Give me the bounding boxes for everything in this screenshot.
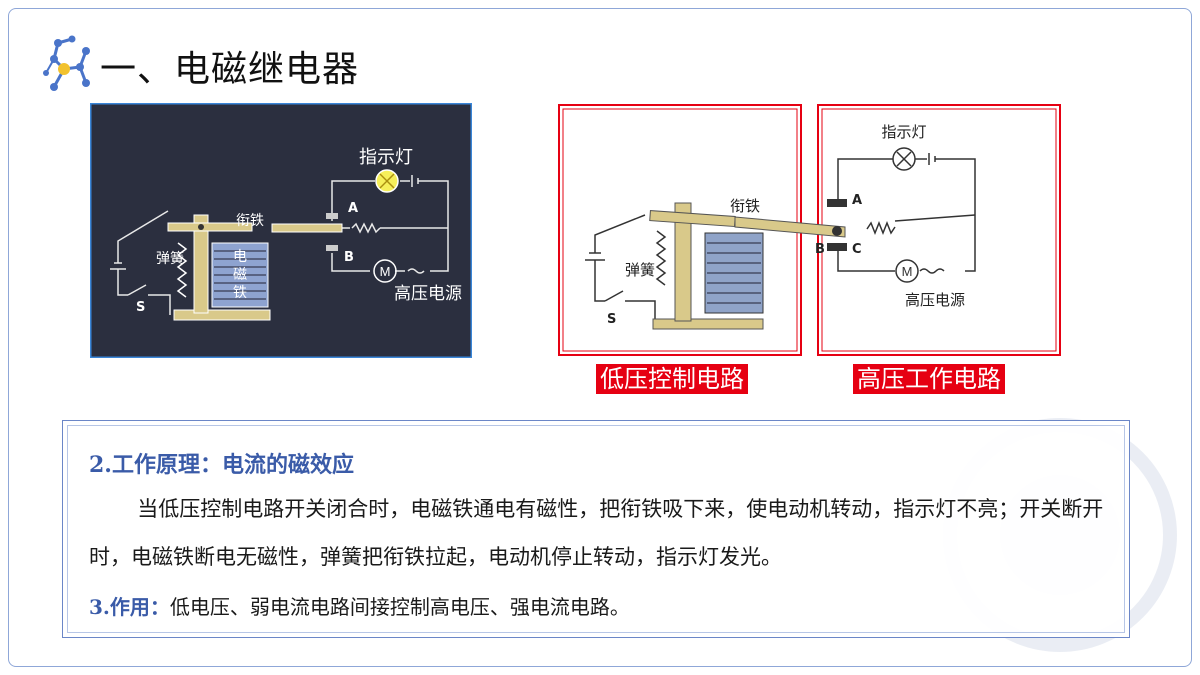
svg-text:B: B bbox=[815, 242, 825, 257]
explanation-box-inner bbox=[67, 425, 1125, 633]
explanation-box: 2.工作原理：电流的磁效应 当低压控制电路开关闭合时，电磁铁通电有磁性，把衔铁吸… bbox=[62, 420, 1130, 638]
svg-text:高压电源: 高压电源 bbox=[905, 291, 965, 309]
page-title: 一、电磁继电器 bbox=[100, 49, 360, 90]
svg-text:磁: 磁 bbox=[233, 267, 247, 283]
principle-heading: 2.工作原理：电流的磁效应 bbox=[89, 452, 354, 478]
svg-text:高压电源: 高压电源 bbox=[394, 284, 462, 304]
svg-text:电: 电 bbox=[233, 249, 247, 265]
svg-text:A: A bbox=[348, 201, 358, 216]
svg-text:衔铁: 衔铁 bbox=[236, 213, 264, 229]
high-voltage-circuit-label: 高压工作电路 bbox=[853, 364, 1005, 394]
usage-line: 3.作用：低电压、弱电流电路间接控制高电压、强电流电路。 bbox=[89, 591, 630, 620]
svg-text:C: C bbox=[852, 242, 862, 257]
svg-text:衔铁: 衔铁 bbox=[730, 197, 760, 215]
svg-text:指示灯: 指示灯 bbox=[881, 123, 926, 141]
molecule-logo-icon bbox=[43, 35, 90, 91]
svg-text:铁: 铁 bbox=[233, 285, 247, 301]
usage-label: 3.作用： bbox=[89, 595, 170, 619]
svg-text:S: S bbox=[607, 312, 616, 327]
svg-text:A: A bbox=[852, 193, 862, 208]
relay-diagram-dark: M 指示灯 衔铁 A B 弹簧 电 磁 铁 高压电源 bbox=[90, 103, 472, 358]
svg-text:M: M bbox=[902, 264, 913, 279]
motor-icon bbox=[373, 259, 397, 283]
relay-diagram-labeled: M 指示灯 衔铁 A B C 弹簧 高压电源 S bbox=[558, 104, 1061, 356]
svg-text:弹簧: 弹簧 bbox=[156, 251, 184, 267]
usage-text: 低电压、弱电流电路间接控制高电压、强电流电路。 bbox=[169, 595, 630, 619]
principle-text: 当低压控制电路开关闭合时，电磁铁通电有磁性，把衔铁吸下来，使电动机转动，指示灯不… bbox=[89, 497, 1104, 569]
low-voltage-circuit-label: 低压控制电路 bbox=[596, 364, 748, 394]
svg-text:指示灯: 指示灯 bbox=[359, 147, 413, 168]
svg-text:弹簧: 弹簧 bbox=[625, 261, 655, 279]
svg-text:B: B bbox=[344, 250, 354, 265]
slide-frame bbox=[8, 8, 1192, 667]
svg-text:S: S bbox=[136, 300, 145, 315]
svg-text:M: M bbox=[380, 264, 391, 279]
